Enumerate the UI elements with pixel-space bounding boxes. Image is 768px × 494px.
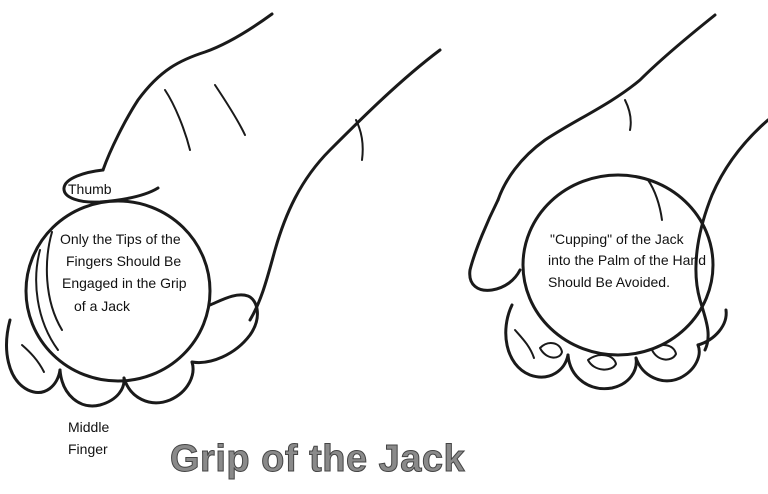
right-finger-crease [515,330,534,358]
left-wrist-crease [356,120,363,160]
right-ball-text-line-2: into the Palm of the Hand [548,252,706,268]
left-ball-text-line-1: Only the Tips of the [60,231,181,247]
left-finger-2 [60,370,124,406]
right-ball-text-line-3: Should Be Avoided. [548,274,670,290]
right-fingernail-2 [588,355,616,370]
right-finger-1 [506,305,568,377]
left-ball-text-line-2: Fingers Should Be [66,253,181,269]
right-finger-2 [568,355,636,389]
middle-finger-label-line-1: Middle [68,419,109,435]
left-hand-figure [7,14,440,406]
right-ball-text-line-1: "Cupping" of the Jack [550,231,685,247]
left-ball-text-line-4: of a Jack [74,298,131,314]
right-thumb-outline [470,200,520,290]
left-ball-text-line-3: Engaged in the Grip [62,275,187,291]
left-forearm-line [103,14,272,170]
right-finger-4 [698,310,726,345]
thumb-label: Thumb [68,181,112,197]
left-finger-3 [124,362,193,403]
left-jack-ball [26,201,210,381]
figure-title: Grip of the Jack [170,438,610,484]
left-finger-crease [22,345,44,372]
left-knuckle-line [165,90,190,150]
right-knuckle-line [648,180,662,220]
right-fingernail-3 [652,345,676,360]
left-forearm-lower-line [250,50,440,320]
right-hand-figure [470,15,768,389]
left-knuckle-line-2 [215,85,245,135]
right-fingernail-1 [540,343,562,358]
middle-finger-label-line-2: Finger [68,441,108,457]
right-wrist-crease [625,100,631,130]
right-forearm-line [498,15,715,200]
